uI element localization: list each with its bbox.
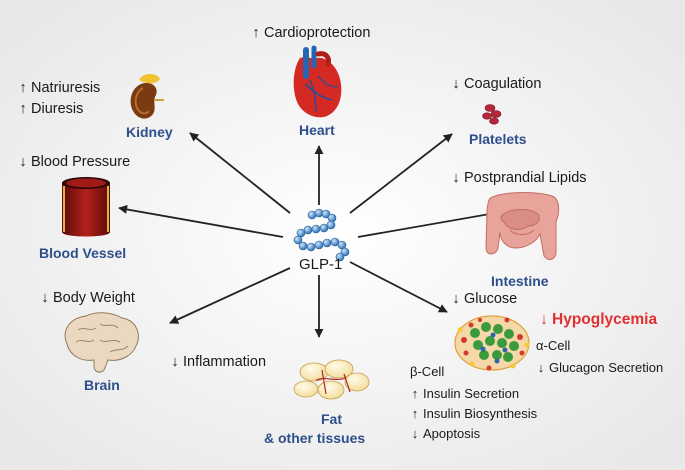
fat-other-tissues-label: & other tissues <box>264 430 366 446</box>
up-arrow-icon: ↑ <box>411 386 419 401</box>
brain-icon <box>64 312 139 373</box>
pancreatic-islet-icon <box>454 315 530 371</box>
kidney-effect-natriuresis: ↑Natriuresis <box>19 80 101 96</box>
kidney-icon <box>130 73 164 119</box>
blood-vessel-effect-blood-pressure: ↓Blood Pressure <box>19 154 131 170</box>
beta-cell-label: β-Cell <box>410 364 445 379</box>
glp1-peptide-chain-icon <box>293 208 350 262</box>
arrows <box>118 132 525 338</box>
down-arrow-icon: ↓ <box>411 426 419 441</box>
down-arrow-icon: ↓ <box>452 291 460 307</box>
heart-icon <box>293 45 342 118</box>
intestine-label: Intestine <box>491 273 549 289</box>
down-arrow-icon: ↓ <box>537 360 545 375</box>
intestine-icon <box>485 192 560 260</box>
down-arrow-icon: ↓ <box>452 170 460 186</box>
arrow-to-pancreas <box>349 261 448 313</box>
beta-cell-effect-insulin-biosynthesis: ↑Insulin Biosynthesis <box>411 406 538 421</box>
kidney-effect-diuresis: ↑Diuresis <box>19 101 84 117</box>
up-arrow-icon: ↑ <box>19 80 27 96</box>
fat-effect-inflammation: ↓Inflammation <box>171 354 267 370</box>
arrow-to-platelets <box>349 133 453 214</box>
platelets-label: Platelets <box>469 131 527 147</box>
platelets-effect-coagulation: ↓Coagulation <box>452 76 542 92</box>
arrow-to-brain <box>169 267 291 324</box>
kidney-label: Kidney <box>126 124 173 140</box>
down-arrow-icon: ↓ <box>540 311 548 328</box>
arrow-to-blood-vessel <box>118 204 284 238</box>
blood-vessel-label: Blood Vessel <box>39 245 127 261</box>
platelets-icon <box>482 104 502 125</box>
down-arrow-icon: ↓ <box>171 354 179 370</box>
up-arrow-icon: ↑ <box>252 25 260 41</box>
heart-effect-cardioprotection: ↑Cardioprotection <box>252 25 371 41</box>
down-arrow-icon: ↓ <box>41 290 49 306</box>
fat-cells-icon <box>293 359 370 400</box>
hypoglycemia-label: ↓Hypoglycemia <box>540 311 658 328</box>
brain-effect-body-weight: ↓Body Weight <box>41 290 135 306</box>
beta-cell-effect-apoptosis: ↓Apoptosis <box>411 426 481 441</box>
up-arrow-icon: ↑ <box>411 406 419 421</box>
down-arrow-icon: ↓ <box>19 154 27 170</box>
blood-vessel-icon <box>62 177 110 237</box>
brain-label: Brain <box>84 377 120 393</box>
glp1-label: GLP-1 <box>299 256 343 273</box>
alpha-cell-label: α-Cell <box>536 338 571 353</box>
heart-label: Heart <box>299 122 335 138</box>
intestine-effect-postprandial-lipids: ↓Postprandial Lipids <box>452 170 587 186</box>
pancreas-effect-glucose: ↓Glucose <box>452 291 518 307</box>
fat-label: Fat <box>321 411 342 427</box>
down-arrow-icon: ↓ <box>452 76 460 92</box>
arrow-to-kidney <box>189 132 291 214</box>
beta-cell-effect-insulin-secretion: ↑Insulin Secretion <box>411 386 520 401</box>
alpha-cell-effect-glucagon-secretion: ↓Glucagon Secretion <box>537 360 664 375</box>
up-arrow-icon: ↑ <box>19 101 27 117</box>
